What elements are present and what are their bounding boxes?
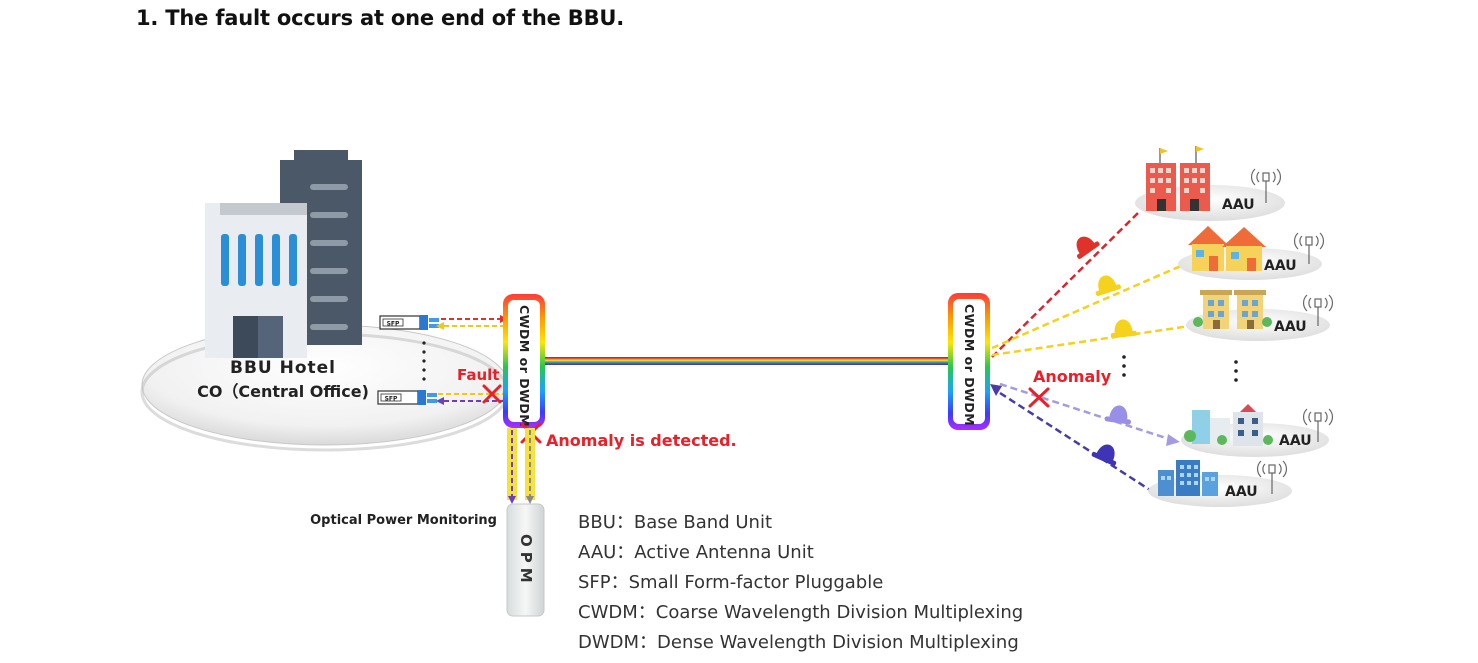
aau-links [990,212,1191,492]
svg-text:SFP: SFP [387,321,400,328]
sfp-module-top: SFP [379,315,439,330]
anomaly-detected-label: Anomaly is detected. [546,431,737,450]
sfp-ellipsis [422,341,426,381]
fault-x-icon [482,384,502,404]
svg-text:SFP: SFP [385,396,398,403]
link-to-aau-1 [991,212,1139,358]
legend-item: BBU：Base Band Unit [578,512,773,533]
svg-text:AAU: AAU [1222,197,1255,213]
svg-text:CWDM or DWDM: CWDM or DWDM [517,305,532,427]
page-title: 1. The fault occurs at one end of the BB… [136,6,625,30]
office-icon [1158,460,1218,496]
houses-icon [1188,226,1266,271]
sites-ellipsis-1 [1122,355,1126,377]
factory-icon [1146,146,1210,211]
aau-site-2: AAU [1178,226,1324,280]
aau-site-4: AAU [1181,404,1333,457]
trunk-fiber [545,357,949,365]
bbu-hotel-building-icon [205,203,307,358]
link-to-aau-3 [991,324,1191,357]
central-office: BBU Hotel CO（Central Office) [140,150,510,452]
legend-item: AAU：Active Antenna Unit [578,542,814,563]
mux-right: CWDM or DWDM [948,293,990,430]
svg-text:CWDM or DWDM: CWDM or DWDM [962,304,977,426]
campus-icon [1184,404,1273,446]
link-to-aau-2 [991,263,1184,350]
antenna-icon [1303,408,1333,442]
anomaly-x-icon [1028,387,1050,408]
antenna-icon [1294,232,1324,264]
legend-item: CWDM：Coarse Wavelength Division Multiple… [578,602,1024,623]
svg-text:AAU: AAU [1225,484,1258,500]
antenna-icon [1251,168,1281,203]
aau-site-3: AAU [1186,290,1333,341]
wavelength-purple-icon [1091,444,1117,466]
sites-ellipsis-2 [1234,360,1238,382]
aau-site-5: AAU [1148,460,1292,507]
link-to-aau-4 [999,382,1173,442]
aau-site-1: AAU [1135,146,1285,221]
anomaly-label: Anomaly [1033,367,1112,386]
svg-text:OPM: OPM [517,534,535,588]
abbreviation-legend: BBU：Base Band Unit AAU：Active Antenna Un… [578,508,1023,658]
opm-device: OPM [506,503,545,617]
fault-label: Fault [457,366,499,384]
legend-item: DWDM：Dense Wavelength Division Multiplex… [578,632,1019,653]
svg-text:AAU: AAU [1279,433,1312,449]
opm-caption: Optical Power Monitoring [310,513,497,528]
opm-tap-links [507,428,535,504]
sfp-links [436,315,511,405]
legend-item: SFP：Small Form-factor Pluggable [578,572,884,593]
wavelength-lavender-icon [1104,405,1131,425]
co-subtitle: CO（Central Office) [197,382,369,401]
wavelength-yellow-icon-2 [1110,319,1137,339]
svg-text:AAU: AAU [1264,258,1297,274]
wavelength-red-icon [1076,236,1100,259]
antenna-icon [1257,460,1287,494]
svg-text:AAU: AAU [1274,319,1307,335]
sfp-module-bottom: SFP [377,390,437,405]
mux-left: CWDM or DWDM [503,294,545,428]
co-title: BBU Hotel [230,358,336,378]
wavelength-yellow-icon [1095,275,1121,297]
link-to-aau-5 [999,391,1151,492]
townhouses-icon [1193,290,1272,329]
antenna-icon [1303,294,1333,326]
